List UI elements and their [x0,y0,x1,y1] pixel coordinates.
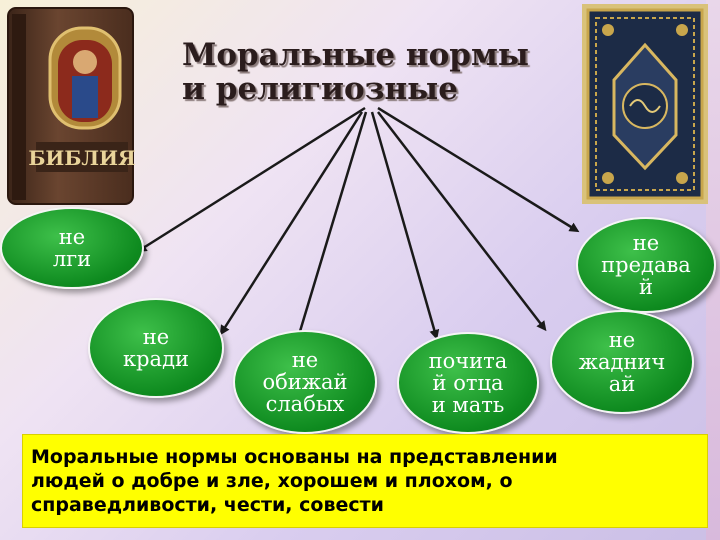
node-ne-lgi: не лги [0,207,144,289]
description-line-2: людей о добре и зле, хорошем и плохом, о [31,470,513,492]
node-2-line-3: й [639,275,653,299]
arrow-to-node-3 [219,111,364,336]
node-1-line-1: не [58,225,86,249]
node-5-line-1: почита [428,349,508,373]
node-5-line-2: й отца [432,371,504,395]
bible-book-icon: БИБЛИЯ [7,7,136,205]
node-3-line-1: не [142,325,170,349]
node-4-line-1: не [291,348,319,372]
node-1-line-2: лги [52,247,92,271]
description-text: Моральные нормы основаны на представлени… [23,435,707,517]
arrow-to-node-1 [136,106,366,253]
node-6-line-3: ай [608,372,636,396]
node-6-line-1: не [608,328,636,352]
node-ne-predavai: не предава й [576,217,716,313]
node-2-line-1: не [632,231,660,255]
quran-book-icon [582,4,708,204]
svg-text:БИБЛИЯ: БИБЛИЯ [28,146,135,170]
node-ne-kradi: не кради [88,298,224,398]
slide-title: Моральные нормы и религиозные [182,38,582,106]
description-box: Моральные нормы основаны на представлени… [22,434,708,528]
description-line-1: Моральные нормы основаны на представлени… [31,446,558,468]
node-6-line-2: жаднич [578,350,666,374]
node-4-line-3: слабых [265,392,345,416]
arrow-to-node-6 [377,111,547,332]
title-line-2: и религиозные [182,71,458,107]
node-3-line-2: кради [122,347,189,371]
node-5-line-3: и мать [431,393,505,417]
arrow-to-node-4 [294,111,368,342]
node-4-line-2: обижай [262,370,348,394]
node-ne-obizhai-slabykh: не обижай слабых [233,330,377,434]
node-pochitai-otca-i-mat: почита й отца и мать [397,332,539,434]
description-line-3: справедливости, чести, совести [31,494,384,516]
arrow-to-node-2 [377,106,580,233]
node-ne-zhadnichai: не жаднич ай [550,310,694,414]
arrow-to-node-5 [370,111,440,340]
title-line-1: Моральные нормы [182,37,529,73]
node-2-line-2: предава [601,253,691,277]
